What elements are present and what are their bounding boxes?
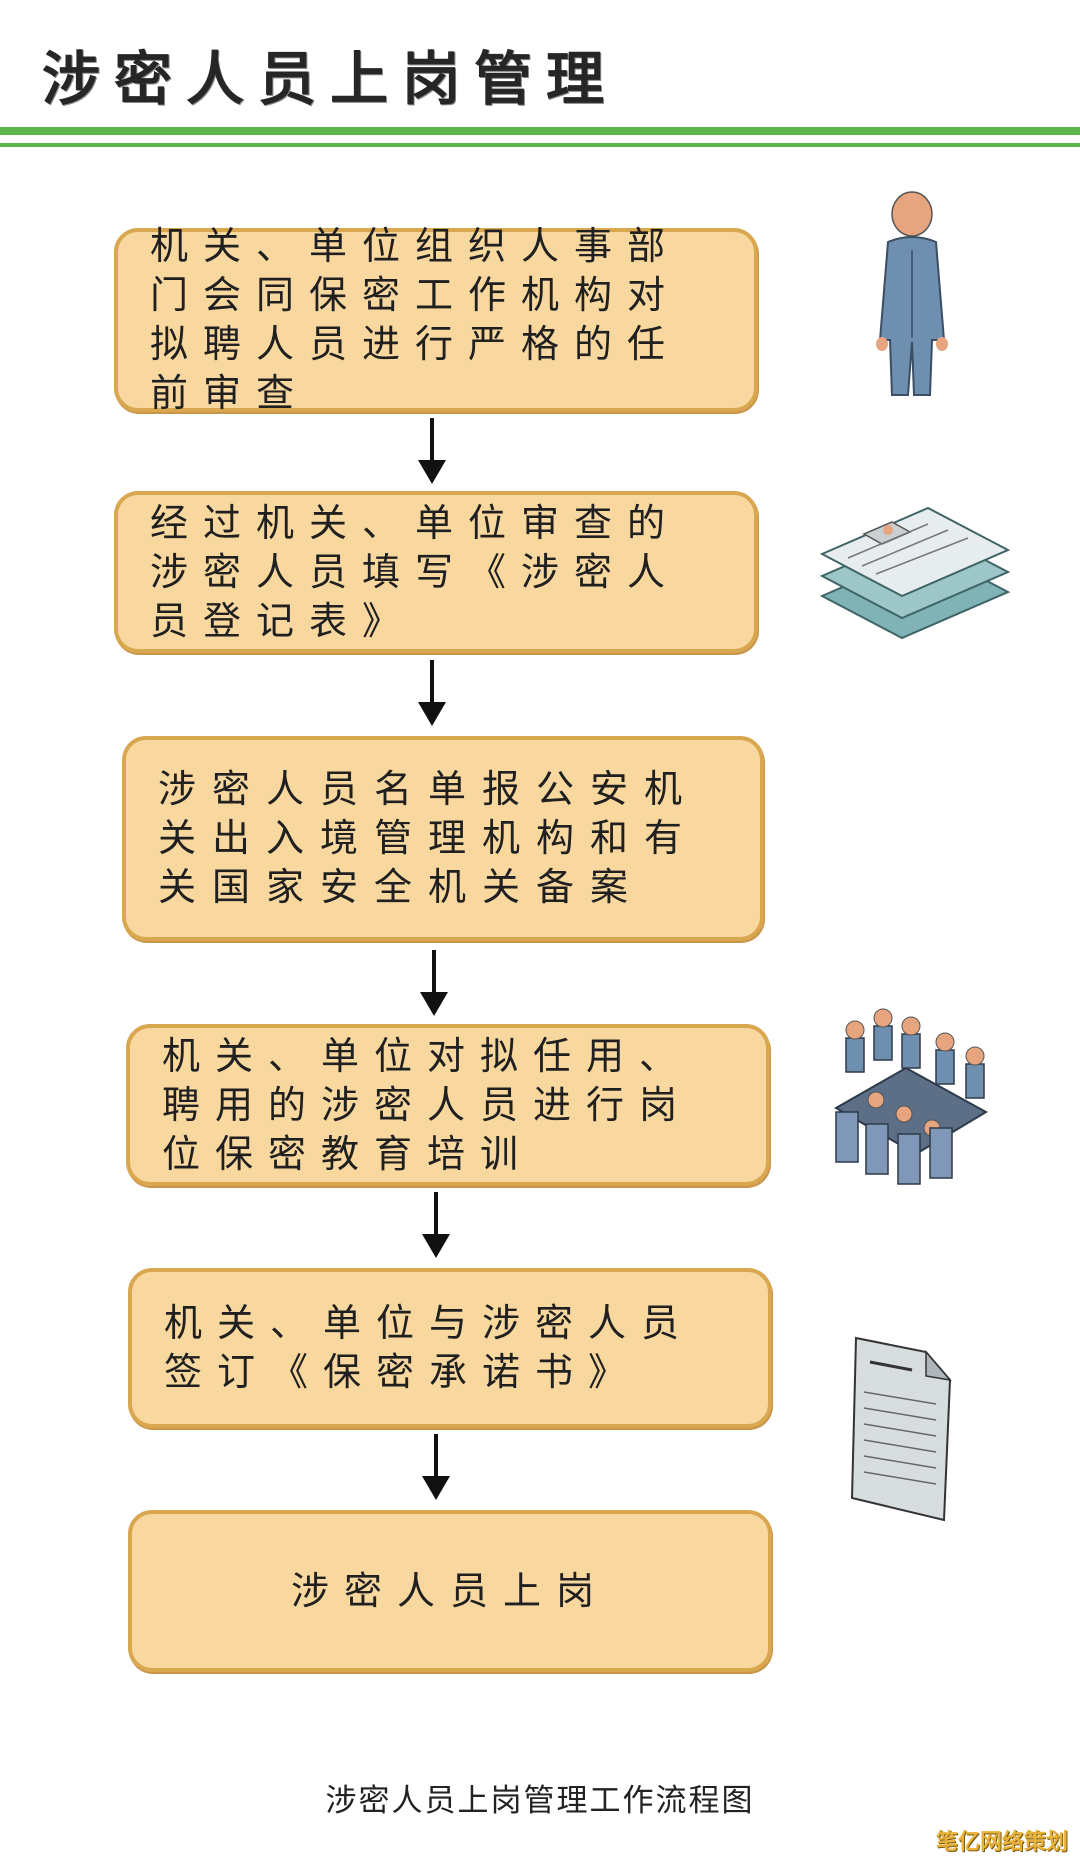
flow-arrow-5 xyxy=(422,1434,450,1500)
step-text-2: 经过机关、单位审查的涉密人员填写《涉密人员登记表》 xyxy=(150,500,681,643)
step-box-4: 机关、单位对拟任用、聘用的涉密人员进行岗位保密教育培训 xyxy=(126,1024,770,1186)
title-rule-thick xyxy=(0,127,1080,135)
flow-arrow-3 xyxy=(420,950,448,1016)
step-box-1: 机关、单位组织人事部门会同保密工作机构对拟聘人员进行严格的任前审查 xyxy=(114,224,758,415)
meeting-table-icon xyxy=(833,1008,989,1185)
flow-arrow-2 xyxy=(418,660,446,726)
title-rule-thin xyxy=(0,143,1080,147)
person-icon xyxy=(876,191,948,396)
step-box-2: 经过机关、单位审查的涉密人员填写《涉密人员登记表》 xyxy=(114,491,758,653)
flow-arrow-1 xyxy=(418,418,446,484)
watermark: 笔亿网络策划 xyxy=(935,1830,1068,1855)
step-text-1: 机关、单位组织人事部门会同保密工作机构对拟聘人员进行严格的任前审查 xyxy=(150,224,681,415)
figure-caption: 涉密人员上岗管理工作流程图 xyxy=(325,1783,755,1819)
step-text-5: 机关、单位与涉密人员签订《保密承诺书》 xyxy=(164,1301,695,1394)
step-text-6: 涉密人员上岗 xyxy=(290,1568,609,1613)
signed-document-icon xyxy=(850,1336,952,1522)
flow-arrow-4 xyxy=(422,1192,450,1258)
step-box-5: 机关、单位与涉密人员签订《保密承诺书》 xyxy=(128,1268,772,1428)
step-box-3: 涉密人员名单报公安机关出入境管理机构和有关国家安全机关备案 xyxy=(122,736,764,941)
step-box-6: 涉密人员上岗 xyxy=(128,1510,772,1672)
page-title: 涉密人员上岗管理 xyxy=(42,45,619,113)
documents-stack-icon xyxy=(819,506,1011,640)
step-text-4: 机关、单位对拟任用、聘用的涉密人员进行岗位保密教育培训 xyxy=(162,1033,693,1176)
step-text-3: 涉密人员名单报公安机关出入境管理机构和有关国家安全机关备案 xyxy=(158,767,699,909)
